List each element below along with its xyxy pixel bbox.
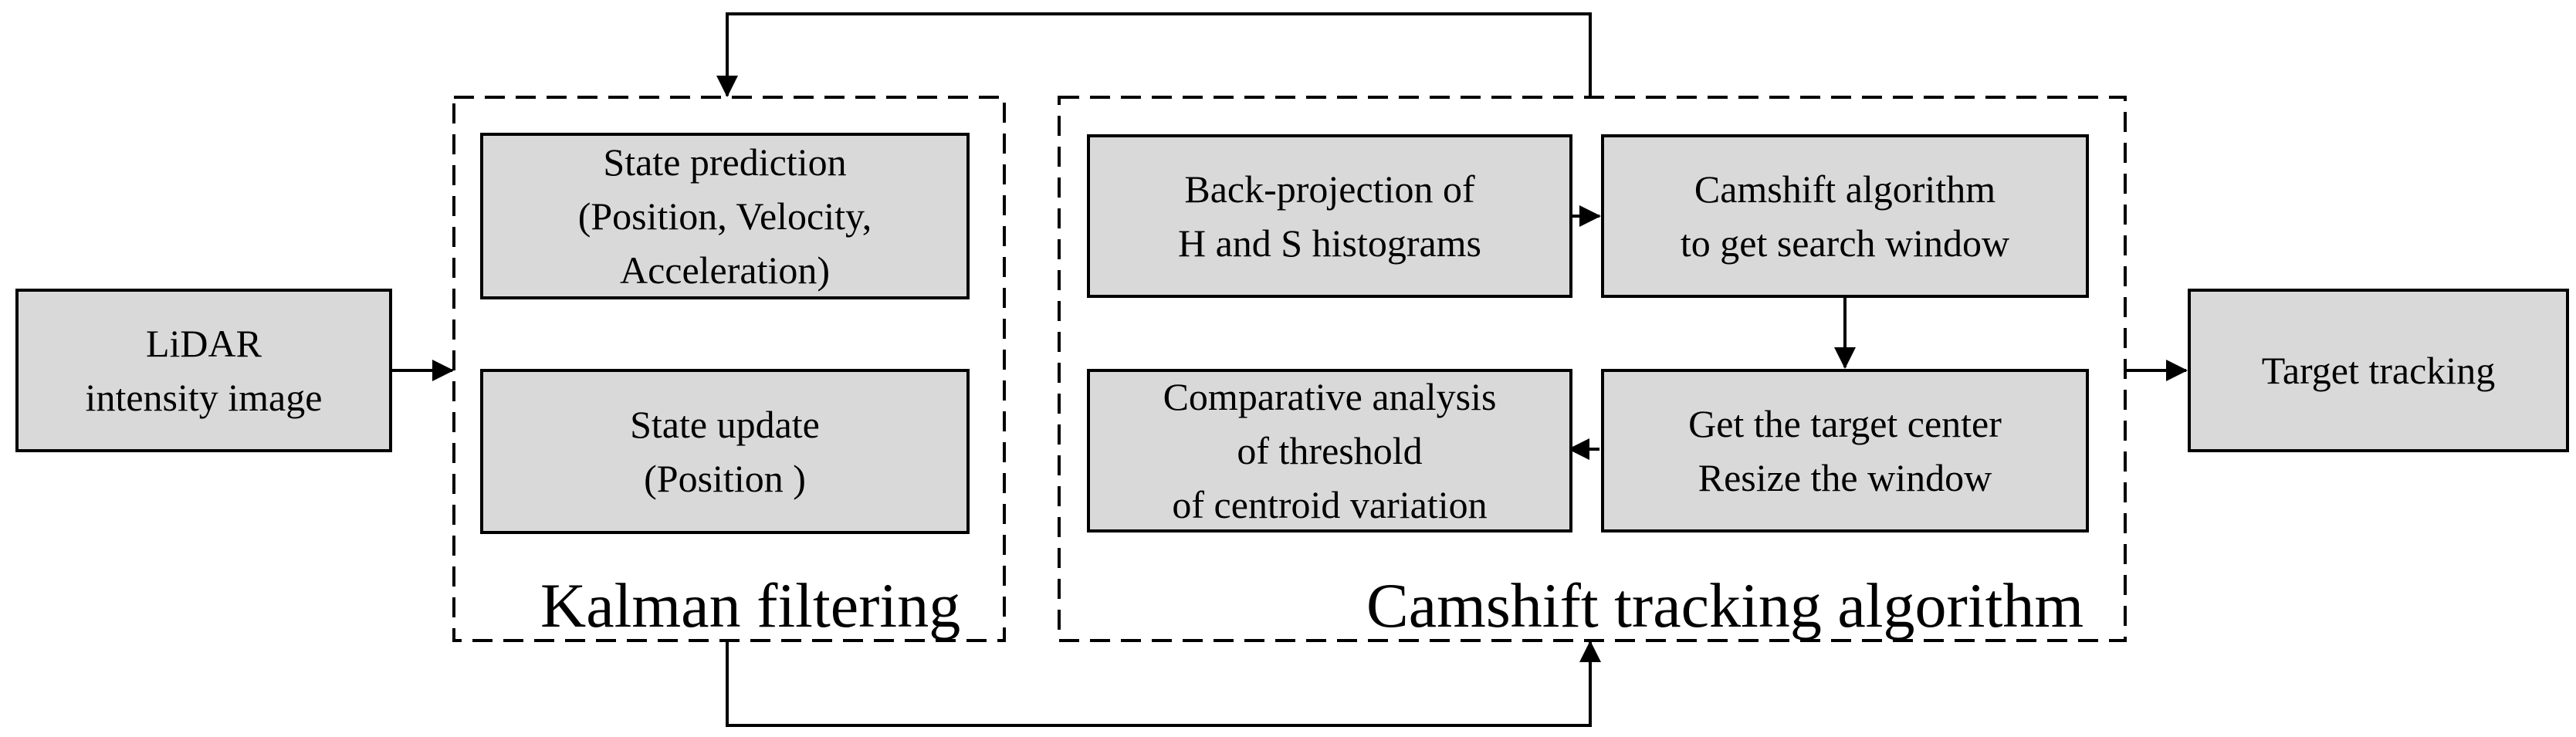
center-line-1: Get the target center	[1688, 402, 2002, 445]
prediction-line-1: State prediction	[603, 140, 847, 184]
comparative-analysis-box: Comparative analysis of threshold of cen…	[1087, 369, 1572, 532]
camshift-algorithm-box: Camshift algorithm to get search window	[1601, 134, 2089, 298]
camshift-tracking-label: Camshift tracking algorithm	[1366, 570, 2084, 641]
lidar-input-box: LiDAR intensity image	[15, 289, 392, 452]
output-line-1: Target tracking	[2261, 349, 2496, 392]
target-tracking-box: Target tracking	[2188, 289, 2569, 452]
kalman-filtering-label: Kalman filtering	[540, 570, 961, 641]
backprojection-line-2: H and S histograms	[1177, 221, 1482, 265]
prediction-line-3: Acceleration)	[619, 248, 831, 292]
state-update-box: State update (Position )	[480, 369, 970, 534]
input-line-2: intensity image	[85, 376, 323, 419]
algorithm-line-2: to get search window	[1680, 221, 2010, 265]
comparative-line-2: of threshold	[1237, 429, 1423, 472]
update-line-2: (Position )	[644, 457, 806, 500]
kalman-group-border	[452, 96, 1006, 642]
algorithm-line-1: Camshift algorithm	[1694, 167, 1996, 211]
arrow-kalman-to-camshift	[726, 641, 1601, 727]
comparative-line-1: Comparative analysis	[1163, 375, 1497, 418]
state-prediction-box: State prediction (Position, Velocity, Ac…	[480, 133, 970, 299]
backprojection-box: Back-projection of H and S histograms	[1087, 134, 1572, 298]
center-line-2: Resize the window	[1698, 456, 1992, 499]
backprojection-line-1: Back-projection of	[1184, 167, 1475, 211]
arrow-feedback-camshift-to-kalman	[716, 12, 1592, 97]
update-line-1: State update	[630, 403, 820, 446]
target-center-box: Get the target center Resize the window	[1601, 369, 2089, 532]
input-line-1: LiDAR	[146, 322, 262, 365]
prediction-line-2: (Position, Velocity,	[577, 194, 872, 238]
comparative-line-3: of centroid variation	[1172, 483, 1488, 526]
